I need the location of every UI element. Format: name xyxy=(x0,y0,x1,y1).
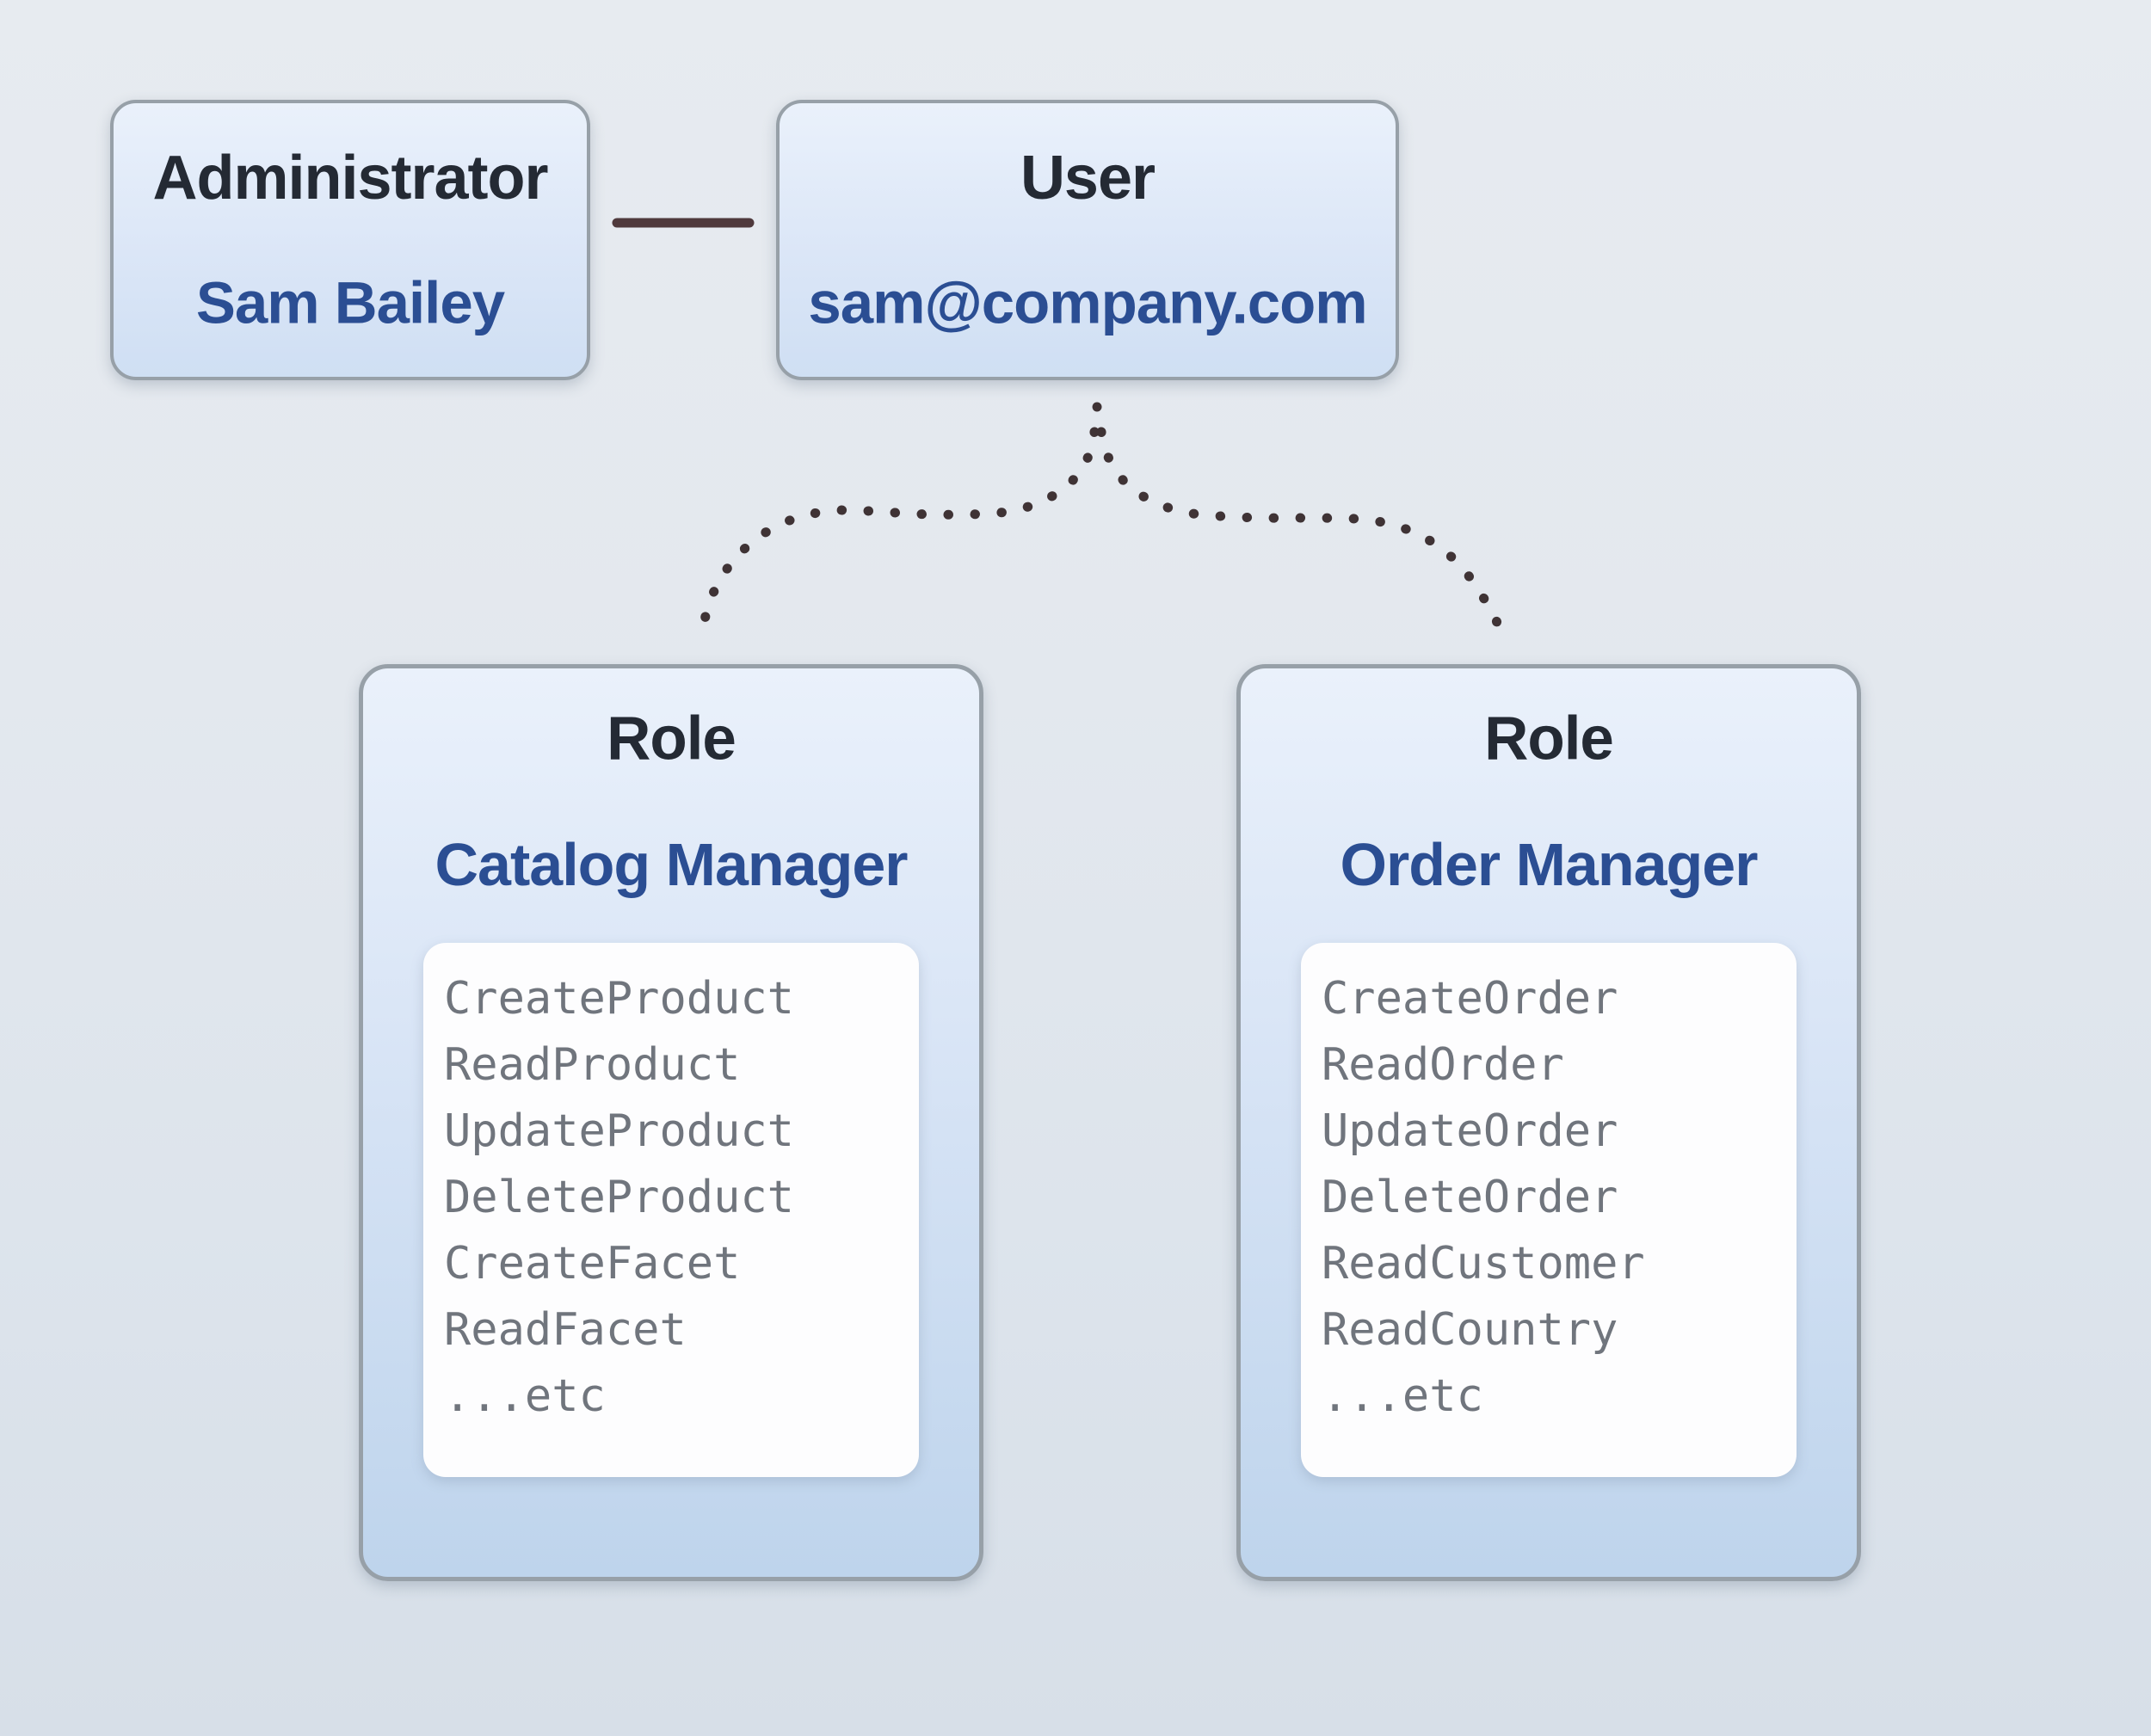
permission-item: ReadFacet xyxy=(444,1304,687,1356)
permissions-panel-catalog: CreateProduct ReadProduct UpdateProduct … xyxy=(423,943,919,1477)
role-box-catalog-manager: Role Catalog Manager CreateProduct ReadP… xyxy=(359,664,983,1581)
permission-item: ...etc xyxy=(1322,1370,1483,1422)
user-email: sam@company.com xyxy=(808,269,1367,336)
permissions-panel-order: CreateOrder ReadOrder UpdateOrder Delete… xyxy=(1301,943,1797,1477)
permission-item: UpdateProduct xyxy=(444,1105,794,1157)
user-entity-box: User sam@company.com xyxy=(776,100,1399,380)
permission-item: UpdateOrder xyxy=(1322,1105,1618,1157)
permission-item: ...etc xyxy=(444,1370,606,1422)
permission-item: ReadCustomer xyxy=(1322,1238,1645,1290)
permission-item: CreateOrder xyxy=(1322,973,1618,1025)
permission-item: ReadProduct xyxy=(444,1039,741,1091)
permission-item: ReadCountry xyxy=(1322,1304,1618,1356)
permission-item: ReadOrder xyxy=(1322,1039,1564,1091)
dotted-stub-dot xyxy=(1092,402,1102,412)
role-name-catalog-manager: Catalog Manager xyxy=(435,831,909,898)
permission-item: DeleteProduct xyxy=(444,1172,794,1223)
administrator-name: Sam Bailey xyxy=(195,269,505,336)
permission-item: DeleteOrder xyxy=(1322,1172,1618,1223)
role-name-order-manager: Order Manager xyxy=(1340,831,1759,898)
role-box-order-manager: Role Order Manager CreateOrder ReadOrder… xyxy=(1236,664,1861,1581)
dotted-branch-left xyxy=(699,427,1100,632)
role-label: Role xyxy=(607,705,737,773)
user-title: User xyxy=(1020,144,1156,212)
administrator-title: Administrator xyxy=(152,144,548,212)
permission-item: CreateProduct xyxy=(444,973,794,1025)
role-label: Role xyxy=(1484,705,1614,773)
administrator-entity-box: Administrator Sam Bailey xyxy=(110,100,590,380)
dotted-branch-right xyxy=(1096,427,1503,633)
permission-item: CreateFacet xyxy=(444,1238,741,1290)
